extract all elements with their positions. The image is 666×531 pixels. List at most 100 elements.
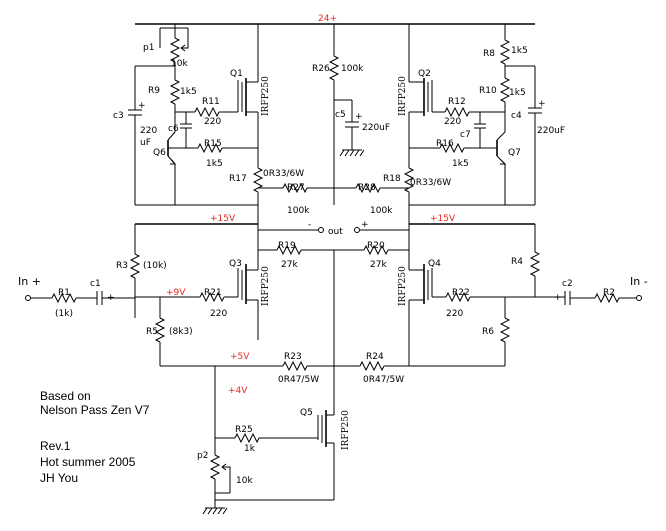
- r8-value: 1k5: [511, 46, 528, 56]
- q2-type: IRFP250: [398, 76, 408, 116]
- p1-label: p1: [143, 43, 154, 53]
- r23-value: 0R47/5W: [278, 375, 319, 385]
- rail-5v-label: +5V: [230, 352, 250, 362]
- r26-label: R26: [312, 64, 330, 74]
- r2-label: R2: [603, 288, 615, 298]
- c4-plus: +: [538, 99, 546, 109]
- bias-stage: [202, 366, 335, 515]
- c1-plus: +: [107, 293, 115, 303]
- r17-label: R17: [229, 174, 247, 184]
- r1-value: (1k): [55, 309, 73, 319]
- r12-label: R12: [448, 97, 466, 107]
- r5-value: (8k3): [169, 327, 193, 337]
- q5-type: IRFP250: [341, 410, 351, 450]
- r15-value: 1k5: [206, 159, 223, 169]
- q3-label: Q3: [229, 259, 242, 269]
- q1-label: Q1: [230, 69, 243, 79]
- q7-label: Q7: [508, 148, 521, 158]
- q2-label: Q2: [418, 69, 431, 79]
- p2-value: 10k: [236, 476, 253, 486]
- c2-plus: +: [554, 293, 562, 303]
- input-plus-label: In +: [18, 275, 41, 288]
- right-upper-stage: [403, 24, 542, 230]
- r26-value: 100k: [341, 64, 364, 74]
- r15-label: R15: [204, 139, 222, 149]
- r27-label: R27: [287, 183, 305, 193]
- r10-label: R10: [479, 86, 497, 96]
- r11-label: R11: [202, 97, 220, 107]
- note-line-3: Rev.1: [40, 439, 71, 453]
- r27-value: 100k: [287, 206, 310, 216]
- c3-value-2: uF: [140, 138, 151, 148]
- r22-label: R22: [452, 288, 470, 298]
- rail-15v-right-label: +15V: [430, 214, 456, 224]
- r9-label: R9: [148, 86, 160, 96]
- component-labels: p1 10k R9 1k5 Q1 IRFP250 R11 220 c3 220 …: [18, 43, 648, 486]
- c3-value-1: 220: [140, 126, 157, 136]
- r12-value: 220: [444, 117, 461, 127]
- q1-type: IRFP250: [261, 76, 271, 116]
- output-plus: +: [361, 220, 369, 230]
- r22-value: 220: [446, 309, 463, 319]
- output-terminals: [258, 227, 409, 233]
- credits-note: Based on Nelson Pass Zen V7 Rev.1 Hot su…: [40, 389, 150, 485]
- r23-label: R23: [284, 352, 302, 362]
- q4-label: Q4: [428, 259, 441, 269]
- rail-9v-label: +9V: [166, 288, 186, 298]
- r1-label: R1: [58, 288, 70, 298]
- output-minus: -: [308, 220, 311, 230]
- r20-value: 27k: [370, 260, 387, 270]
- right-lower-stage: [334, 224, 642, 366]
- r11-value: 220: [204, 117, 221, 127]
- r18-value: 0R33/6W: [410, 178, 451, 188]
- r4-label: R4: [511, 257, 523, 267]
- r8-label: R8: [483, 49, 495, 59]
- c5-plus: +: [355, 112, 363, 122]
- c4-label: c4: [511, 111, 522, 121]
- c4-value: 220uF: [537, 126, 565, 136]
- r25-value: 1k: [244, 444, 256, 454]
- c2-label: c2: [562, 279, 573, 289]
- c7-label: c7: [460, 130, 471, 140]
- q4-type: IRFP250: [398, 266, 408, 306]
- output-label: out: [328, 227, 343, 237]
- r10-value: 1k5: [509, 88, 526, 98]
- q5-label: Q5: [300, 408, 313, 418]
- r19-value: 27k: [281, 260, 298, 270]
- c6-label: c6: [168, 124, 179, 134]
- r24-label: R24: [366, 352, 384, 362]
- r21-label: R21: [204, 288, 222, 298]
- p2-label: p2: [197, 451, 208, 461]
- r16-value: 1k5: [452, 159, 469, 169]
- r28-value: 100k: [370, 206, 393, 216]
- c3-plus: +: [138, 101, 146, 111]
- p1-value: 10k: [171, 59, 188, 69]
- rail-15v-left-label: +15V: [210, 214, 236, 224]
- c5-value: 220uF: [362, 123, 390, 133]
- note-line-5: JH You: [40, 471, 78, 485]
- r17-value: 0R33/6W: [263, 169, 304, 179]
- r3-label: R3: [116, 261, 128, 271]
- note-line-1: Based on: [40, 389, 91, 403]
- rail-labels: 24+ +15V +15V +9V +5V +4V: [166, 14, 456, 396]
- c5-label: c5: [335, 110, 346, 120]
- c3-label: c3: [113, 111, 124, 121]
- r6-label: R6: [482, 327, 494, 337]
- q6-label: Q6: [153, 148, 166, 158]
- r25-label: R25: [235, 425, 253, 435]
- r16-label: R16: [436, 139, 454, 149]
- r24-value: 0R47/5W: [363, 375, 404, 385]
- r19-label: R19: [278, 241, 296, 251]
- center-upper-stage: [258, 24, 409, 205]
- input-minus-label: In -: [630, 275, 648, 288]
- left-lower-stage: [25, 224, 505, 372]
- c1-label: c1: [90, 279, 101, 289]
- rail-24v-label: 24+: [318, 14, 337, 24]
- r5-label: R5: [146, 327, 158, 337]
- r18-label: R18: [383, 174, 401, 184]
- r28-label: R28: [358, 183, 376, 193]
- left-upper-stage: [128, 24, 264, 230]
- r9-value: 1k5: [180, 87, 197, 97]
- rail-4v-label: +4V: [228, 386, 248, 396]
